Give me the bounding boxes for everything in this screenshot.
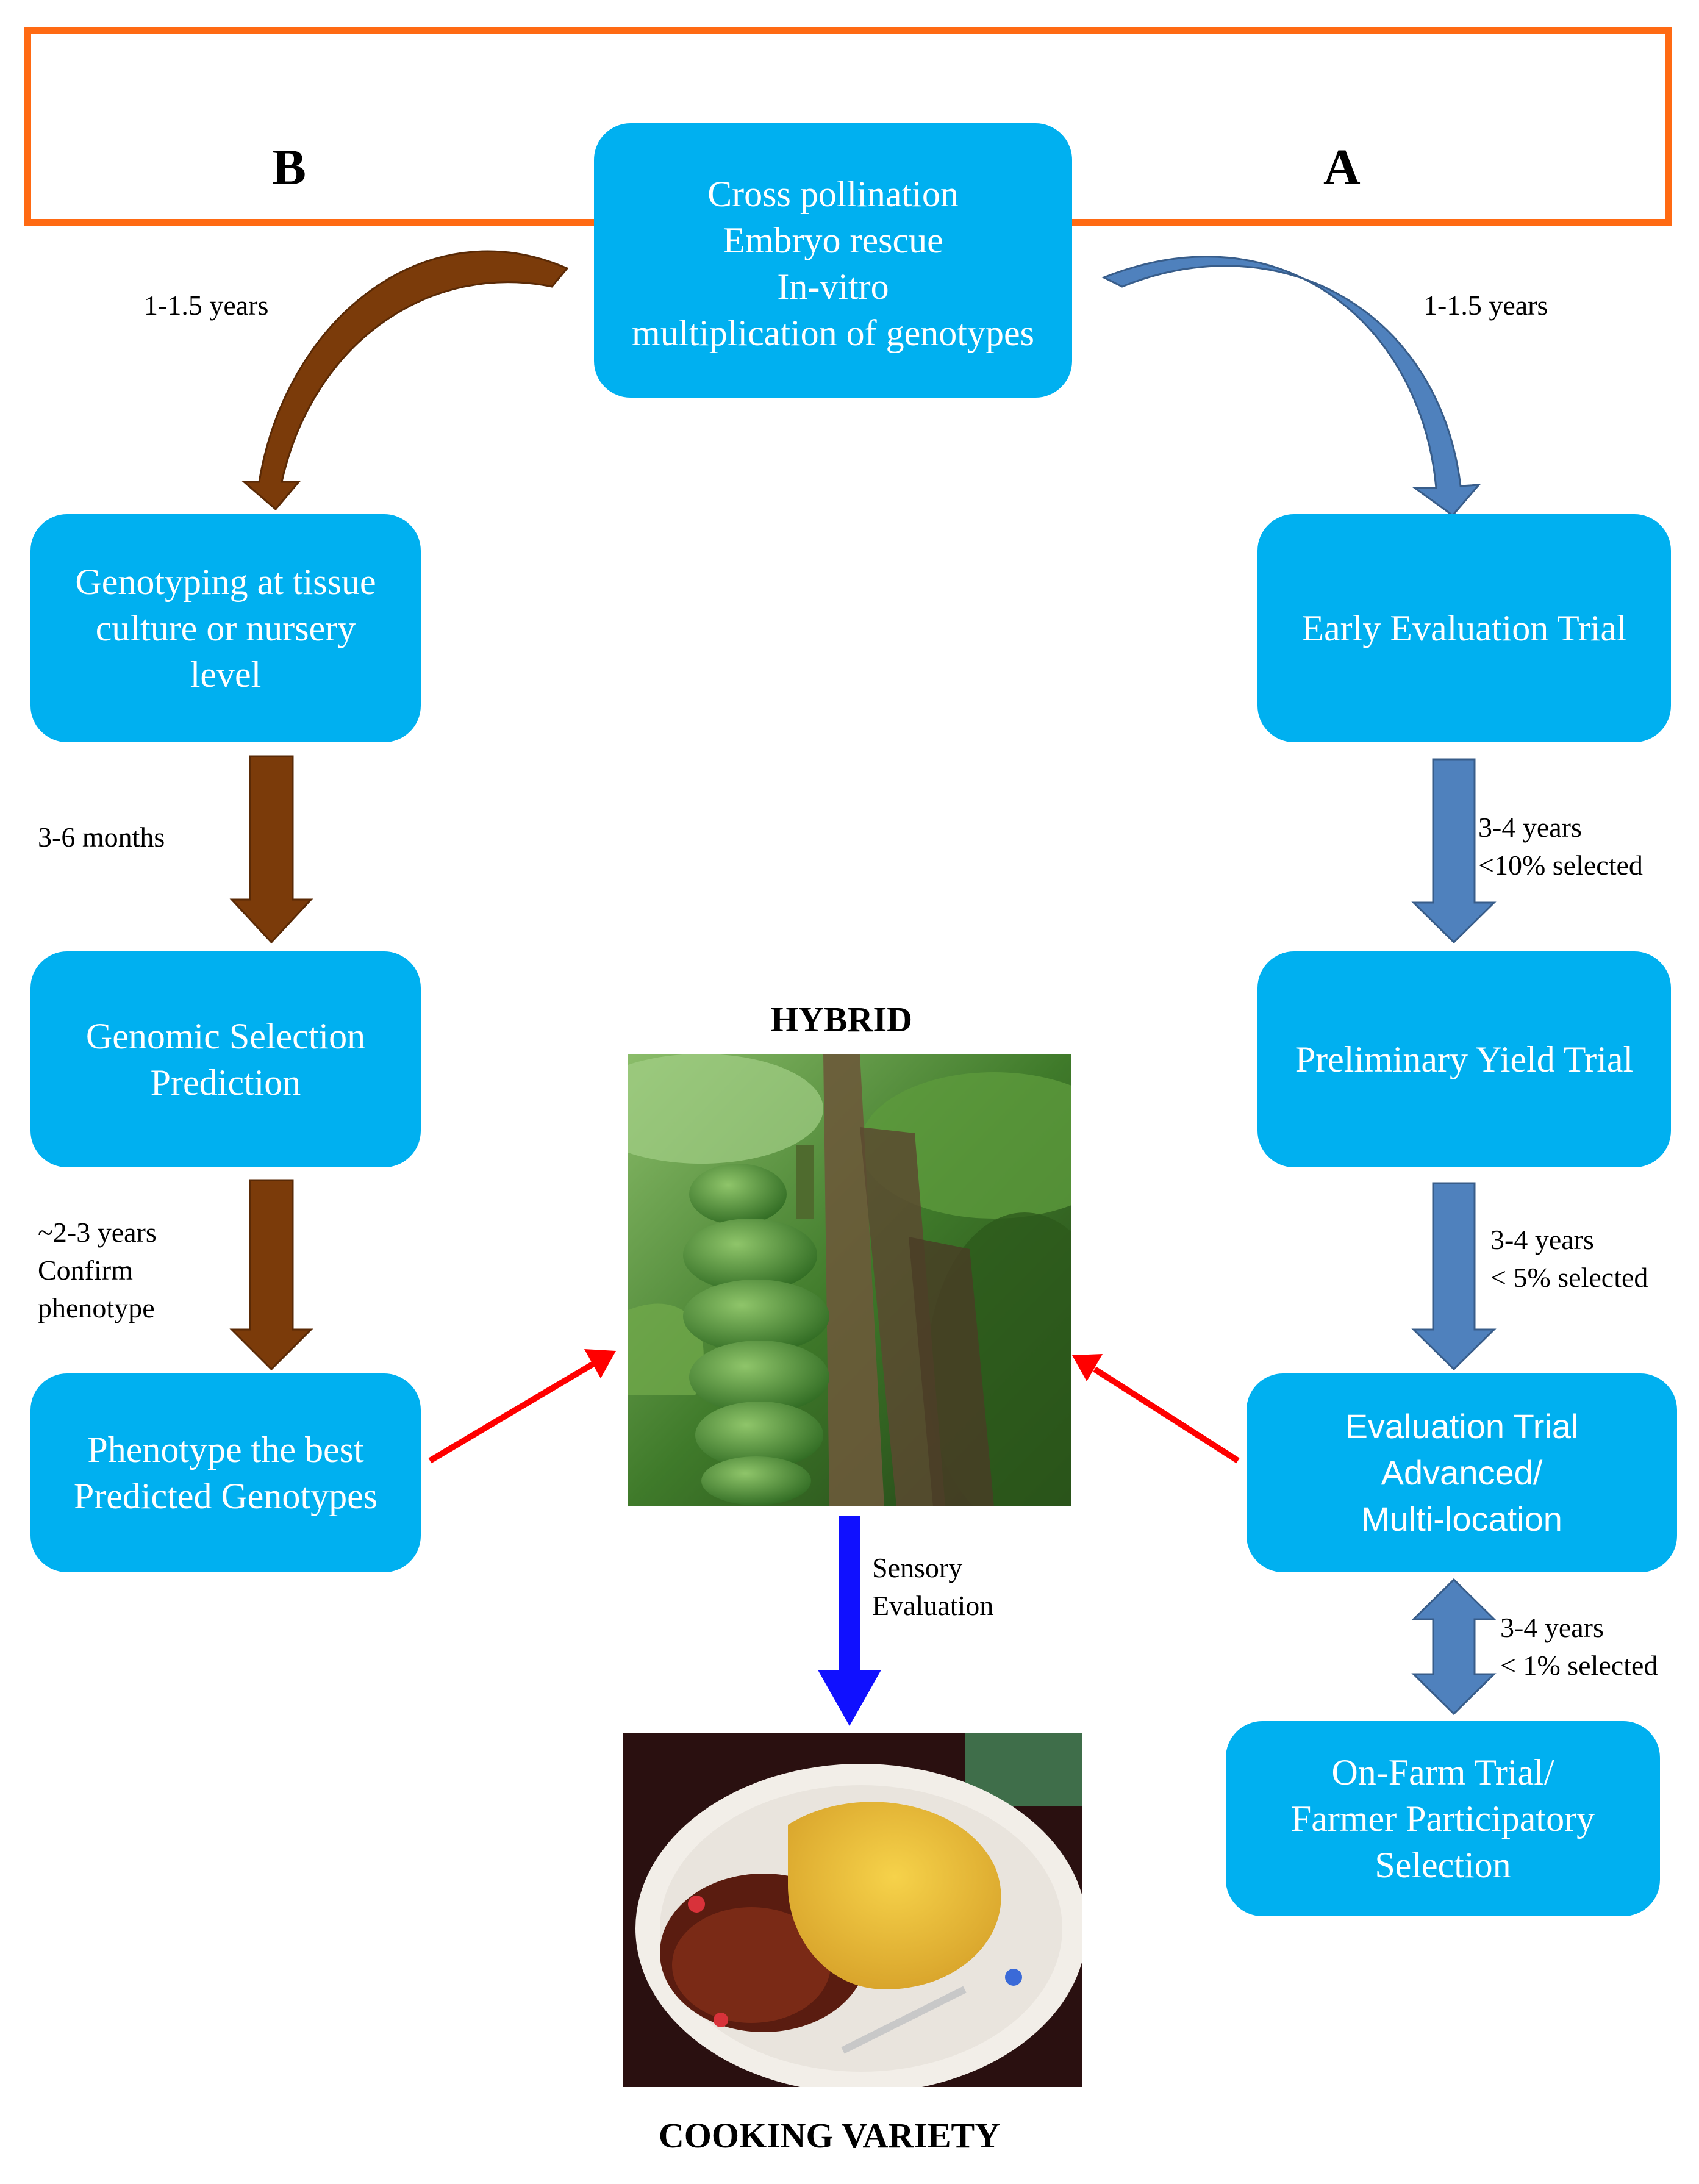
banana-bunch: [683, 1164, 829, 1505]
preliminary-yield-text: Preliminary Yield Trial: [1295, 1039, 1634, 1079]
preliminary-yield-box: Preliminary Yield Trial: [1257, 951, 1671, 1167]
arrow-a-1: [1411, 758, 1497, 944]
genomic-selection-box: Genomic Selection Prediction: [30, 951, 421, 1167]
b-label-3: ~2-3 years Confirm phenotype: [38, 1217, 157, 1323]
cooked-dish-image: [623, 1733, 1082, 2087]
genotyping-text: Genotyping at tissue culture or nursery …: [75, 562, 376, 695]
a-label-2: 3-4 years <10% selected: [1478, 812, 1643, 881]
on-farm-trial-box: On-Farm Trial/ Farmer Participatory Sele…: [1226, 1721, 1660, 1916]
hybrid-banana-photo: [628, 1054, 1071, 1506]
genotyping-box: Genotyping at tissue culture or nursery …: [30, 514, 421, 742]
phenotype-box: Phenotype the best Predicted Genotypes: [30, 1373, 421, 1572]
a-label-3: 3-4 years < 5% selected: [1490, 1224, 1648, 1293]
arrow-b-2: [229, 1179, 313, 1371]
pointer-arrow-right: [1072, 1354, 1240, 1464]
early-evaluation-box: Early Evaluation Trial: [1257, 514, 1671, 742]
early-evaluation-text: Early Evaluation Trial: [1301, 608, 1627, 648]
a-label-4: 3-4 years < 1% selected: [1500, 1612, 1658, 1681]
cross-pollination-text: Cross pollination Embryo rescue In-vitro…: [632, 174, 1034, 353]
cross-pollination-box: Cross pollination Embryo rescue In-vitro…: [594, 123, 1072, 398]
b-label-2: 3-6 months: [38, 822, 165, 853]
evaluation-trial-box: Evaluation Trial Advanced/ Multi-locatio…: [1247, 1373, 1677, 1572]
cooking-variety-title: COOKING VARIETY: [658, 2116, 1001, 2155]
banana-plant-image: [628, 1054, 1071, 1506]
evaluation-trial-text: Evaluation Trial Advanced/ Multi-locatio…: [1345, 1407, 1579, 1538]
on-farm-trial-text: On-Farm Trial/ Farmer Participatory Sele…: [1290, 1752, 1595, 1885]
cooking-variety-photo: [623, 1733, 1082, 2087]
phenotype-text: Phenotype the best Predicted Genotypes: [73, 1430, 378, 1516]
genomic-selection-text: Genomic Selection Prediction: [85, 1016, 366, 1103]
sensory-arrow: [818, 1516, 881, 1726]
b-label-1: 1-1.5 years: [144, 290, 269, 321]
pathway-a-label: A: [1323, 139, 1361, 196]
curved-arrow-b: [241, 250, 569, 511]
pathway-b-label: B: [272, 139, 307, 196]
arrow-a-3-double: [1411, 1578, 1497, 1716]
sensory-evaluation-label: Sensory Evaluation: [872, 1552, 994, 1621]
hybrid-title: HYBRID: [770, 1000, 913, 1039]
curved-arrow-a: [1101, 256, 1481, 517]
a-label-1: 1-1.5 years: [1423, 290, 1548, 321]
arrow-a-2: [1411, 1182, 1497, 1371]
arrow-b-1: [229, 755, 313, 944]
pointer-arrow-left: [428, 1349, 616, 1464]
